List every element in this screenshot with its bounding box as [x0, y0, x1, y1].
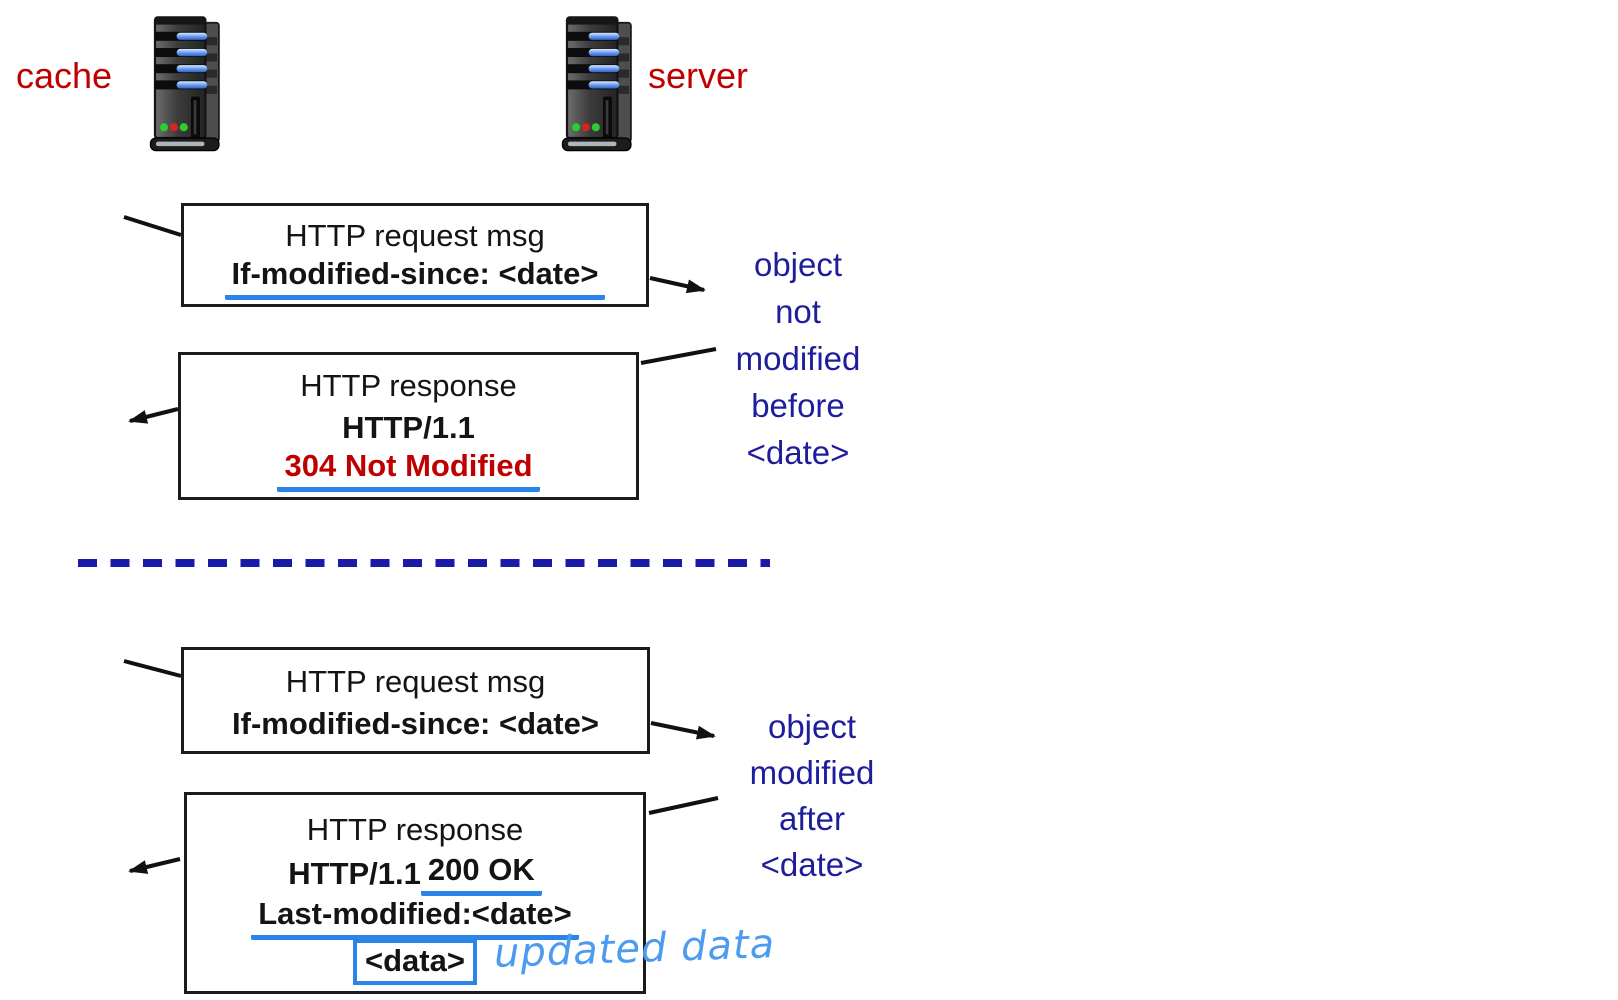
server-label: server [648, 55, 749, 96]
response2-http-version: HTTP/1.1 [288, 856, 421, 891]
request1-title: HTTP request msg [285, 218, 545, 253]
arrow-response2-to-cache [128, 857, 181, 874]
http-request-box-1: HTTP request msg If-modified-since: <dat… [181, 203, 649, 307]
note-line: modified [735, 340, 861, 377]
note-line: object [767, 708, 857, 745]
request1-if-modified-since-header: If-modified-since: <date> [224, 256, 606, 300]
line-cache-to-request1 [123, 215, 182, 237]
note-line: <date> [746, 434, 850, 471]
response2-status-200: 200 OK [420, 852, 542, 896]
http-request-box-2: HTTP request msg If-modified-since: <dat… [181, 647, 650, 754]
note-line: after [778, 800, 846, 837]
line-cache-to-request2 [123, 659, 182, 678]
response2-title: HTTP response [306, 812, 524, 847]
note-line: <date> [760, 846, 864, 883]
server-note-1: object not modified before <date> [678, 241, 918, 476]
note-line: modified [749, 754, 875, 791]
server-note-2: object modified after <date> [692, 704, 932, 888]
response1-title: HTTP response [300, 368, 517, 403]
arrow-response1-to-cache [128, 407, 179, 424]
http-response-box-2: HTTP response HTTP/1.1 200 OK Last-modif… [184, 792, 646, 994]
cache-label: cache [16, 55, 113, 96]
note-line: before [751, 387, 845, 424]
response1-status-304: 304 Not Modified [277, 448, 540, 492]
handwritten-annotation: updated data [493, 921, 776, 977]
note-line: object [753, 246, 843, 283]
origin-server-icon [561, 16, 633, 152]
data-token: <data> [353, 939, 477, 985]
http-response-box-1: HTTP response HTTP/1.1 304 Not Modified [178, 352, 639, 500]
request2-title: HTTP request msg [285, 663, 546, 699]
request2-if-modified-since-header: If-modified-since: <date> [232, 705, 599, 741]
response1-http-version: HTTP/1.1 [342, 410, 475, 445]
note-line: not [775, 293, 821, 330]
cache-server-icon [149, 16, 221, 152]
response2-last-modified-header: Last-modified:<date> [251, 896, 579, 940]
